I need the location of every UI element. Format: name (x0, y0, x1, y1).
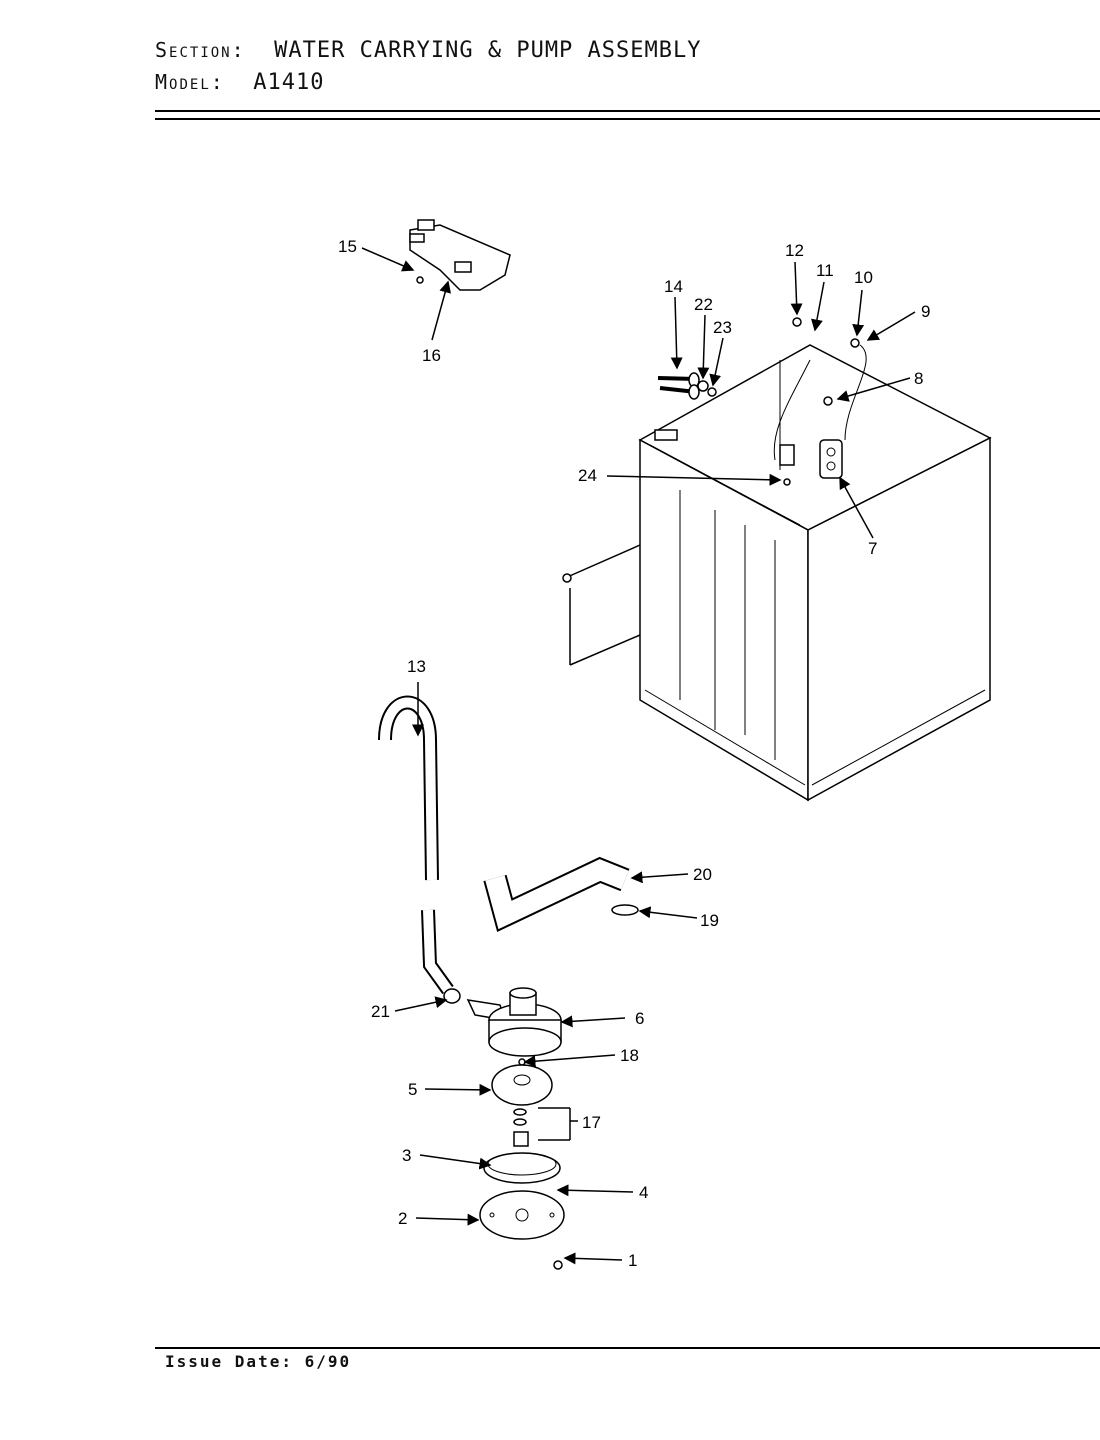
callout-3: 3 (402, 1146, 411, 1165)
section-title: WATER CARRYING & PUMP ASSEMBLY (274, 38, 702, 63)
header-rule-bottom (155, 118, 1100, 120)
callout-11: 11 (816, 261, 834, 280)
issue-date: Issue Date: 6/90 (165, 1352, 352, 1371)
callout-4: 4 (639, 1183, 648, 1202)
callout-5: 5 (408, 1080, 417, 1099)
callout-21: 21 (371, 1002, 390, 1021)
hose-13-illustration (378, 695, 454, 995)
hose-fittings-illustration (657, 372, 717, 400)
callout-1: 1 (628, 1251, 637, 1270)
callout-24: 24 (578, 466, 597, 485)
callout-18: 18 (620, 1046, 639, 1065)
footer-rule (155, 1347, 1100, 1349)
callout-14: 14 (664, 277, 683, 296)
lid-rod-illustration (562, 544, 641, 666)
callout-8: 8 (914, 369, 923, 388)
callout-6: 6 (635, 1009, 644, 1028)
model-number: A1410 (253, 70, 325, 95)
callout-19: 19 (700, 911, 719, 930)
section-label: Section: (155, 38, 246, 62)
pump-assembly-illustration (443, 987, 565, 1270)
callout-13: 13 (407, 657, 426, 676)
callout-15: 15 (338, 237, 357, 256)
callout-12: 12 (785, 241, 804, 260)
callout-numbers: 1 2 3 4 5 6 7 8 9 10 11 12 13 14 15 16 1… (338, 237, 930, 1270)
callout-22: 22 (694, 295, 713, 314)
model-header: Model: A1410 (155, 70, 325, 95)
callout-7: 7 (868, 539, 877, 558)
callout-leaders (361, 247, 916, 1265)
callout-20: 20 (693, 865, 712, 884)
model-label: Model: (155, 70, 225, 94)
callout-16: 16 (422, 346, 441, 365)
callout-2: 2 (398, 1209, 407, 1228)
header-rule-top (155, 110, 1100, 112)
bracket-illustration (409, 219, 511, 291)
callout-9: 9 (921, 302, 930, 321)
cabinet-illustration (638, 344, 992, 802)
water-valve-illustration (779, 317, 860, 486)
hose-20-illustration (483, 856, 639, 932)
callout-23: 23 (713, 318, 732, 337)
callout-17: 17 (582, 1113, 601, 1132)
section-header: Section: WATER CARRYING & PUMP ASSEMBLY (155, 38, 702, 63)
callout-10: 10 (854, 268, 873, 287)
